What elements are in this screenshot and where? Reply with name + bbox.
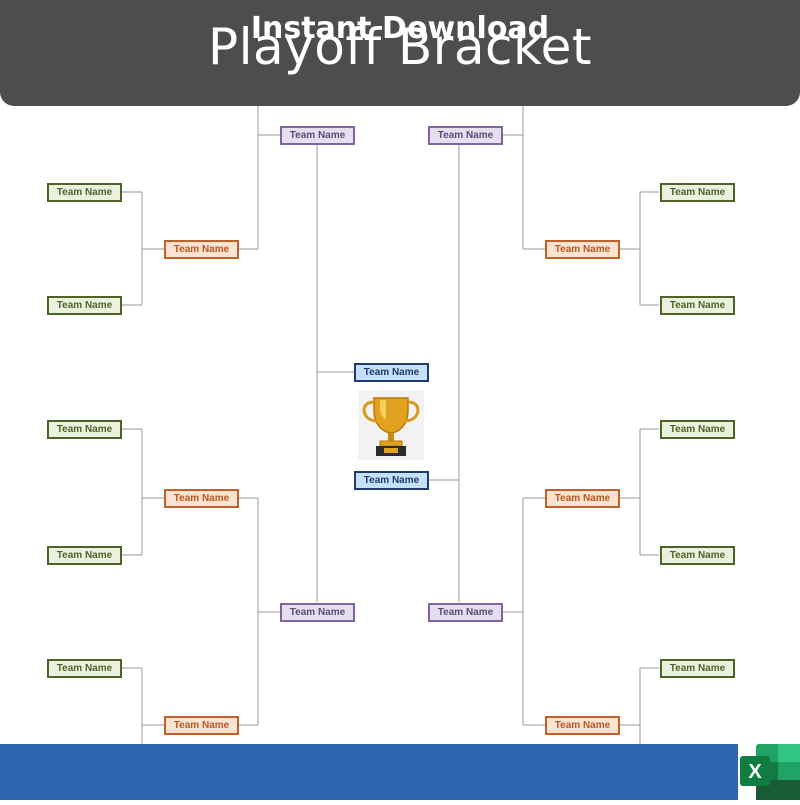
right-round3-slot-2[interactable]: Team Name: [428, 602, 503, 622]
left-round1-slot-5[interactable]: Team Name: [47, 658, 122, 678]
left-round3-slot-1[interactable]: Team Name: [280, 125, 355, 145]
excel-icon-letter: X: [748, 761, 762, 783]
right-round1-slot-3[interactable]: Team Name: [660, 419, 735, 439]
final-slot-2[interactable]: Team Name: [354, 470, 429, 490]
page-title: Playoff Bracket: [208, 18, 592, 76]
instant-download-label[interactable]: Instant Download: [250, 10, 550, 46]
right-round1-slot-4[interactable]: Team Name: [660, 545, 735, 565]
right-round1-slot-1[interactable]: Team Name: [660, 182, 735, 202]
right-round1-slot-5[interactable]: Team Name: [660, 658, 735, 678]
left-round2-slot-3[interactable]: Team Name: [164, 715, 239, 735]
right-round2-slot-2[interactable]: Team Name: [545, 488, 620, 508]
footer-bar[interactable]: [0, 744, 738, 800]
left-round3-slot-2[interactable]: Team Name: [280, 602, 355, 622]
left-round2-slot-2[interactable]: Team Name: [164, 488, 239, 508]
final-slot-1[interactable]: Team Name: [354, 362, 429, 382]
header-bar: Playoff Bracket: [0, 0, 800, 106]
left-round1-slot-1[interactable]: Team Name: [47, 182, 122, 202]
left-round1-slot-2[interactable]: Team Name: [47, 295, 122, 315]
excel-icon: X: [738, 742, 800, 800]
left-round1-slot-3[interactable]: Team Name: [47, 419, 122, 439]
right-round3-slot-1[interactable]: Team Name: [428, 125, 503, 145]
right-round1-slot-2[interactable]: Team Name: [660, 295, 735, 315]
right-round2-slot-3[interactable]: Team Name: [545, 715, 620, 735]
trophy-icon: [358, 390, 424, 460]
left-round2-slot-1[interactable]: Team Name: [164, 239, 239, 259]
left-round1-slot-4[interactable]: Team Name: [47, 545, 122, 565]
right-round2-slot-1[interactable]: Team Name: [545, 239, 620, 259]
